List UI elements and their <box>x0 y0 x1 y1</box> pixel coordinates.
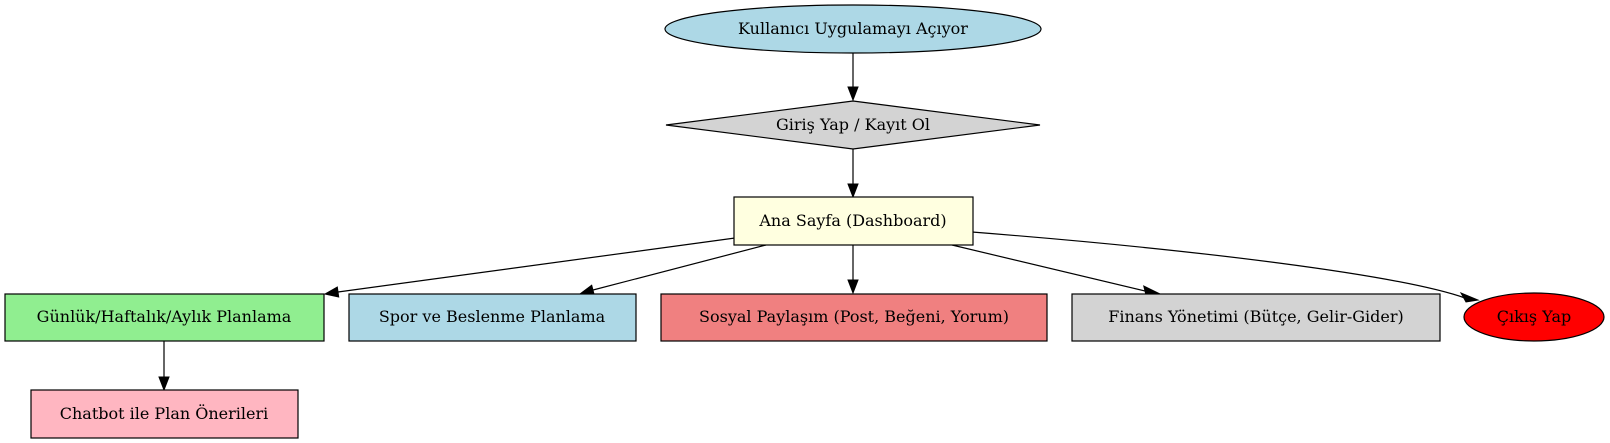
social-label: Sosyal Paylaşım (Post, Beğeni, Yorum) <box>699 307 1009 326</box>
edge-login-to-dashboard <box>847 149 859 199</box>
node-dashboard: Ana Sayfa (Dashboard) <box>733 196 974 246</box>
sport-label: Spor ve Beslenme Planlama <box>379 307 606 326</box>
start-ellipse <box>664 4 1042 54</box>
edge-start-to-login <box>847 53 859 102</box>
edge-dashboard-to-planning <box>323 237 736 298</box>
node-logout: Çıkış Yap <box>1463 292 1605 342</box>
sport-box <box>348 293 637 342</box>
node-social: Sosyal Paylaşım (Post, Beğeni, Yorum) <box>660 293 1048 342</box>
planning-box <box>4 293 325 342</box>
node-chatbot: Chatbot ile Plan Önerileri <box>30 389 299 439</box>
node-planning: Günlük/Haftalık/Aylık Planlama <box>4 293 325 342</box>
node-sport: Spor ve Beslenme Planlama <box>348 293 637 342</box>
finance-label: Finans Yönetimi (Bütçe, Gelir-Gider) <box>1108 307 1404 326</box>
edge-dashboard-to-finance <box>951 244 1162 297</box>
dashboard-label: Ana Sayfa (Dashboard) <box>758 211 946 230</box>
chatbot-label: Chatbot ile Plan Önerileri <box>60 403 269 423</box>
start-label: Kullanıcı Uygulamayı Açıyor <box>738 19 968 38</box>
planning-label: Günlük/Haftalık/Aylık Planlama <box>37 307 292 326</box>
login-diamond <box>665 100 1041 150</box>
login-label: Giriş Yap / Kayıt Ol <box>776 115 930 134</box>
edge-dashboard-to-logout <box>971 231 1480 303</box>
chatbot-box <box>30 389 299 439</box>
logout-ellipse <box>1463 292 1605 342</box>
edge-dashboard-to-sport <box>578 244 767 296</box>
logout-label: Çıkış Yap <box>1497 307 1572 326</box>
social-box <box>660 293 1048 342</box>
dashboard-box <box>733 196 974 246</box>
node-start: Kullanıcı Uygulamayı Açıyor <box>664 4 1042 54</box>
node-finance: Finans Yönetimi (Bütçe, Gelir-Gider) <box>1071 293 1441 342</box>
node-login: Giriş Yap / Kayıt Ol <box>665 100 1041 150</box>
edge-planning-to-chatbot <box>158 341 170 392</box>
edge-dashboard-to-social <box>847 245 859 295</box>
finance-box <box>1071 293 1441 342</box>
